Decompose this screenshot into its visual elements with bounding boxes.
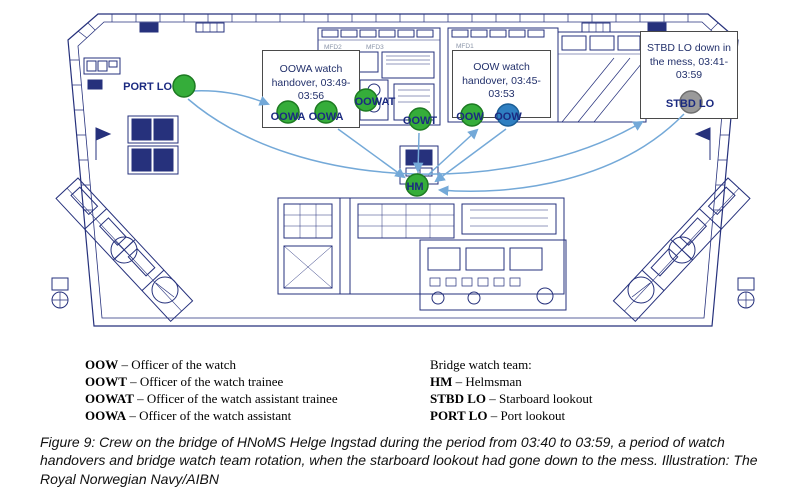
legend-item: OOWT – Officer of the watch trainee	[85, 374, 284, 389]
bridge-diagram: MFD2 MFD3 MFD1	[51, 13, 755, 327]
legend-item: PORT LO – Port lookout	[430, 408, 566, 423]
legend-item: OOWA – Officer of the watch assistant	[85, 408, 292, 423]
legend-abbreviations: OOW – Officer of the watch OOWT – Office…	[85, 356, 338, 424]
legend-title: Bridge watch team:	[430, 357, 532, 372]
legend-bridge-watch-team: Bridge watch team: HM – Helmsman STBD LO…	[430, 356, 593, 424]
legend-item: OOWAT – Officer of the watch assistant t…	[85, 391, 338, 406]
helm-console	[399, 145, 439, 185]
mfd2-label: MFD2	[324, 44, 342, 51]
annotation-box-oowa-handover: OOWA watch handover, 03:49-03:56	[262, 50, 360, 128]
annotation-box-stbd-lo-mess: STBD LO down in the mess, 03:41-03:59	[640, 31, 738, 119]
figure-caption: Figure 9: Crew on the bridge of HNoMS He…	[40, 434, 758, 487]
mfd1-label: MFD1	[456, 43, 474, 50]
legend-item: HM – Helmsman	[430, 374, 522, 389]
legend-item: STBD LO – Starboard lookout	[430, 391, 593, 406]
annotation-box-oow-handover: OOW watch handover, 03:45-03:53	[452, 50, 551, 118]
port-operator-chairs	[127, 115, 179, 175]
legend-item: OOW – Officer of the watch	[85, 357, 237, 372]
mfd3-label: MFD3	[366, 44, 384, 51]
hull-outline	[67, 13, 739, 327]
port-side-consoles	[51, 22, 225, 322]
aft-console	[419, 239, 567, 311]
starboard-forward-consoles	[557, 31, 647, 123]
chart-table	[277, 197, 565, 295]
